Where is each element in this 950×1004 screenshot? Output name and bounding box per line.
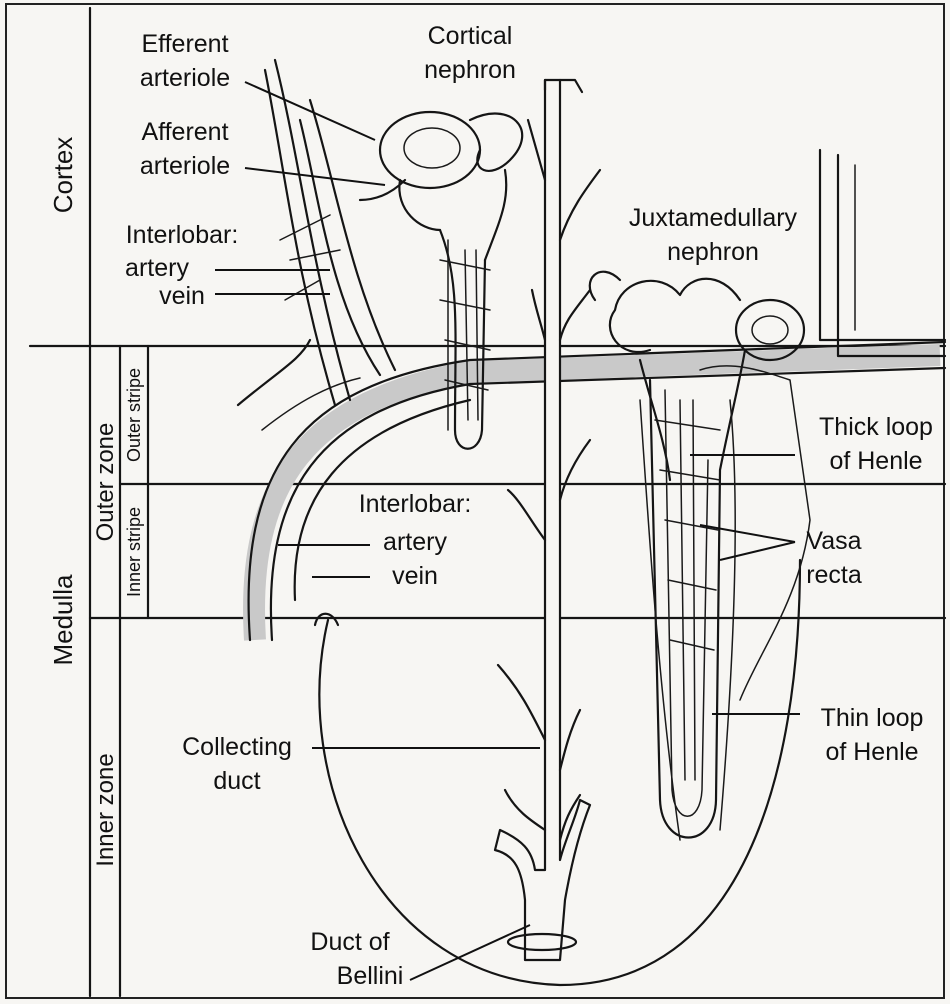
label-afferent-arteriole-2: arteriole	[140, 152, 230, 180]
label-duct-of-bellini-2: Bellini	[337, 962, 404, 990]
label-juxtamedullary-nephron-2: nephron	[667, 238, 759, 266]
label-interlobar-medulla-2: artery	[383, 528, 447, 556]
label-efferent-arteriole-2: arteriole	[140, 64, 230, 92]
label-duct-of-bellini-1: Duct of	[310, 928, 389, 956]
label-efferent-arteriole-1: Efferent	[141, 30, 228, 58]
label-cortical-nephron-2: nephron	[424, 56, 516, 84]
zone-label-cortex: Cortex	[48, 137, 78, 214]
juxtamedullary-nephron	[590, 150, 945, 840]
label-interlobar-cortex-2: artery	[125, 254, 189, 282]
label-vasa-recta-2: recta	[806, 561, 862, 589]
zone-label-inner-zone: Inner zone	[92, 753, 119, 866]
label-interlobar-cortex-1: Interlobar:	[126, 221, 239, 249]
label-thin-loop-2: of Henle	[825, 738, 918, 766]
zone-label-outer-zone: Outer zone	[92, 423, 119, 542]
cortical-interlobar-vessels	[265, 60, 395, 405]
collecting-duct-system	[495, 80, 600, 960]
label-thin-loop-1: Thin loop	[821, 704, 924, 732]
label-interlobar-medulla-1: Interlobar:	[359, 490, 472, 518]
label-juxtamedullary-nephron-1: Juxtamedullary	[629, 204, 798, 232]
label-cortical-nephron-1: Cortical	[428, 22, 513, 50]
label-thick-loop-1: Thick loop	[819, 413, 933, 441]
label-afferent-arteriole-1: Afferent	[141, 118, 228, 146]
zone-label-inner-stripe: Inner stripe	[124, 507, 144, 597]
label-collecting-duct-1: Collecting	[182, 733, 292, 761]
label-interlobar-cortex-3: vein	[159, 282, 205, 310]
zone-label-outer-stripe: Outer stripe	[124, 368, 144, 462]
label-vasa-recta-1: Vasa	[806, 527, 861, 555]
label-interlobar-medulla-3: vein	[392, 562, 438, 590]
zone-label-medulla: Medulla	[48, 574, 78, 666]
label-collecting-duct-2: duct	[213, 767, 260, 795]
label-thick-loop-2: of Henle	[829, 447, 922, 475]
arcuate-vessels	[238, 340, 945, 640]
